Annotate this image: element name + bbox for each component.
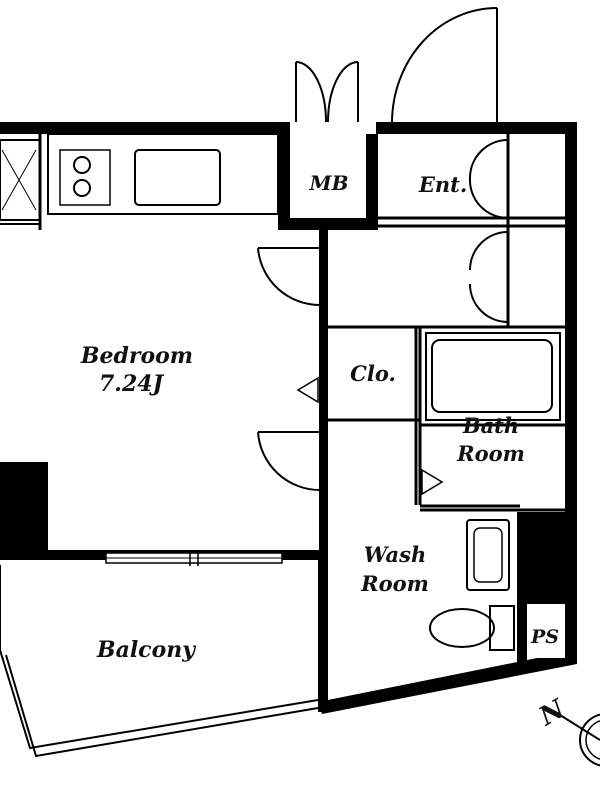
- room-label-entrance: Ent.: [418, 172, 467, 197]
- balcony-outline: [0, 565, 319, 758]
- entrance-doors: [295, 7, 509, 323]
- toilet-icon: [429, 605, 515, 651]
- balcony-window: [105, 550, 283, 566]
- room-label-balcony: Balcony: [96, 637, 197, 663]
- interior-doors: [257, 247, 444, 496]
- room-size-bedroom: 7.24J: [99, 371, 165, 397]
- room-label-wash-line1: Wash: [364, 542, 426, 567]
- room-label-mb: MB: [308, 171, 348, 195]
- stove-burner-icon: [73, 156, 91, 174]
- kitchen-counter: [0, 133, 279, 230]
- room-label-bedroom: Bedroom: [80, 343, 193, 369]
- wash-fixtures: [429, 519, 515, 651]
- outer-walls: [0, 122, 577, 714]
- sink-icon: [134, 149, 221, 206]
- room-label-bath-line1: Bath: [462, 413, 519, 438]
- washbasin-icon: [466, 519, 510, 591]
- stove-burner-icon: [73, 179, 91, 197]
- room-label-bath-line2: Room: [456, 441, 525, 466]
- room-label-ps: PS: [530, 626, 559, 648]
- room-label-wash-line2: Room: [360, 571, 429, 596]
- bathtub-icon: [425, 332, 561, 421]
- inner-partitions: [328, 134, 568, 512]
- room-label-closet: Clo.: [350, 361, 396, 386]
